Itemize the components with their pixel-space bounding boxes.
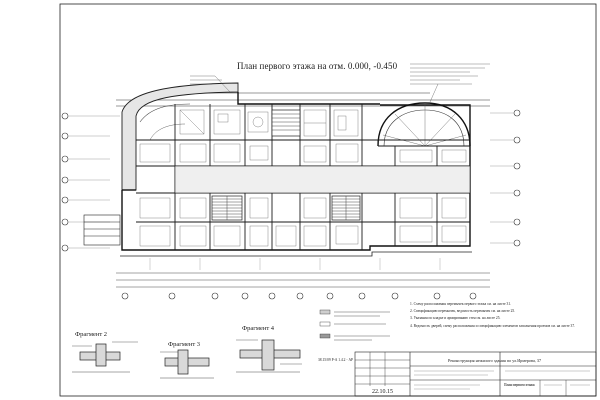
stair-left: [211, 195, 243, 221]
top-dimension-chain: [116, 92, 490, 107]
fragment-3-label: Фрагмент 3: [168, 341, 201, 348]
stair-top: [271, 109, 301, 137]
fragment-3-sketch: [160, 349, 214, 379]
drawing-title: План первого этажа на отм. 0.000, -0.450: [237, 61, 398, 71]
stair-right: [331, 195, 361, 221]
sheet-border: [59, 3, 597, 397]
note-1: 1. Схему расположения перемычек первого …: [410, 302, 512, 306]
left-annex: [83, 214, 121, 246]
bottom-axis-markers: [121, 292, 477, 300]
bay-radials: [382, 104, 467, 147]
right-axis-markers: [513, 109, 521, 247]
title-block-lines: [414, 370, 590, 390]
room-details: [139, 109, 467, 247]
left-axis-markers: [61, 112, 69, 252]
drawing-date: 22.10.15: [372, 389, 393, 395]
note-4: 4. Ведомость дверей, схему расположения …: [410, 324, 576, 328]
corridor: [174, 165, 471, 194]
bottom-leaders: [149, 258, 441, 270]
outer-walls: [121, 92, 471, 251]
note-3: 3. Указания по кладке и армированию стен…: [410, 316, 501, 320]
fragment-2-sketch: [72, 341, 138, 373]
stamp-sheet-title: План первого этажа: [504, 383, 535, 387]
ground-line: [120, 251, 472, 257]
top-leader-notes: [190, 63, 490, 103]
title-block: [354, 351, 597, 397]
left-axis-lines: [68, 115, 120, 249]
fragment-2-label: Фрагмент 2: [75, 331, 108, 338]
bottom-dimension-chain: [116, 272, 490, 288]
rounded-bay: [377, 102, 471, 147]
fragment-4-label: Фрагмент 4: [242, 325, 275, 332]
sheet-code: 38.15/09 Р-А 1.4.2 - АР: [318, 358, 354, 362]
legend-block: [319, 309, 390, 341]
note-2: 2. Спецификацию перемычек, ведомость пер…: [410, 309, 516, 313]
stamp-project-title: Реконструкция нежилого здания по ул.Ирме…: [448, 358, 542, 363]
fragment-4-sketch: [236, 339, 302, 373]
